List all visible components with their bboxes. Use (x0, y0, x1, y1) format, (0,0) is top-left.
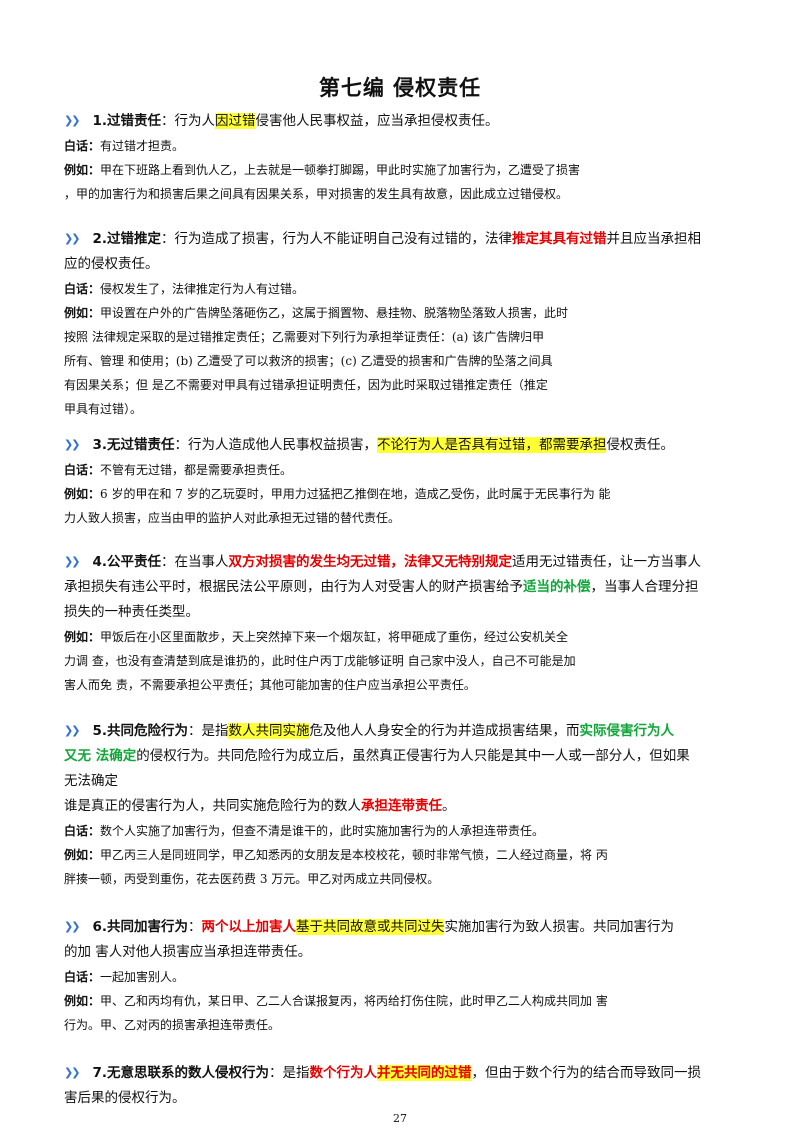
page-title: 第七编 侵权责任 (318, 76, 482, 100)
page-number: 27 (393, 1112, 407, 1125)
highlight: 基于共同故意或共同过失 (295, 919, 445, 935)
section-heading: ❯❯1.过错责任：行为人因过错侵害他人民事权益，应当承担侵权责任。 (64, 113, 499, 129)
plain-explanation: 白话：数个人实施了加害行为，但查不清是谁干的，此时实施加害行为的人承担连带责任。 (64, 824, 545, 838)
section-heading: ❯❯5.共同危险行为：是指数人共同实施危及他人人身安全的行为并造成损害结果，而实… (64, 723, 690, 814)
example-text: 例如：甲饭后在小区里面散步，天上突然掉下来一个烟灰缸，将甲砸成了重伤，经过公安机… (64, 630, 576, 692)
section-heading: ❯❯2.过错推定：行为造成了损害，行为人不能证明自己没有过错的，法律推定其具有过… (64, 231, 701, 272)
section-heading: ❯❯7.无意思联系的数人侵权行为：是指数个行为人并无共同的过错，但由于数个行为的… (64, 1065, 701, 1106)
section-unconnected-multi-tort: ❯❯7.无意思联系的数人侵权行为：是指数个行为人并无共同的过错，但由于数个行为的… (64, 1060, 734, 1111)
section-heading: ❯❯6.共同加害行为：两个以上加害人基于共同故意或共同过失实施加害行为致人损害。… (64, 919, 674, 960)
plain-explanation: 白话：有过错才担责。 (64, 139, 185, 153)
section-heading: ❯❯4.公平责任：在当事人双方对损害的发生均无过错，法律又无特别规定适用无过错责… (64, 554, 701, 620)
example-text: 例如：6 岁的甲在和 7 岁的乙玩耍时，甲用力过猛把乙推倒在地，造成乙受伤，此时… (64, 487, 611, 525)
highlight: 因过错 (214, 113, 256, 129)
example-text: 例如：甲在下班路上看到仇人乙，上去就是一顿拳打脚踢，甲此时实施了加害行为，乙遭受… (64, 163, 581, 201)
section-presumed-fault: ❯❯2.过错推定：行为造成了损害，行为人不能证明自己没有过错的，法律推定其具有过… (64, 226, 734, 421)
double-chevron-right-icon: ❯❯ (64, 920, 81, 933)
example-text: 例如：甲乙丙三人是同班同学，甲乙知悉丙的女朋友是本校校花，顿时非常气愤，二人经过… (64, 848, 608, 886)
plain-explanation: 白话：不管有无过错，都是需要承担责任。 (64, 463, 293, 477)
highlight: 数人共同实施 (228, 723, 310, 739)
highlight: 并无共同的过错 (376, 1065, 472, 1081)
double-chevron-right-icon: ❯❯ (64, 438, 81, 451)
plain-explanation: 白话：侵权发生了，法律推定行为人有过错。 (64, 282, 305, 296)
example-text: 例如：甲、乙和丙均有仇，某日甲、乙二人合谋报复丙，将丙给打伤住院，此时甲乙二人构… (64, 994, 608, 1032)
section-heading: ❯❯3.无过错责任：行为人造成他人民事权益损害，不论行为人是否具有过错，都需要承… (64, 437, 674, 453)
section-fairness-liability: ❯❯4.公平责任：在当事人双方对损害的发生均无过错，法律又无特别规定适用无过错责… (64, 549, 734, 697)
double-chevron-right-icon: ❯❯ (64, 232, 81, 245)
example-text: 例如：甲设置在户外的广告牌坠落砸伤乙，这属于搁置物、悬挂物、脱落物坠落致人损害，… (64, 306, 569, 416)
double-chevron-right-icon: ❯❯ (64, 555, 81, 568)
double-chevron-right-icon: ❯❯ (64, 724, 81, 737)
section-fault-liability: ❯❯1.过错责任：行为人因过错侵害他人民事权益，应当承担侵权责任。 白话：有过错… (64, 108, 734, 206)
plain-explanation: 白话：一起加害别人。 (64, 970, 185, 984)
section-no-fault-liability: ❯❯3.无过错责任：行为人造成他人民事权益损害，不论行为人是否具有过错，都需要承… (64, 432, 734, 530)
highlight: 不论行为人是否具有过错，都需要承担 (376, 437, 607, 453)
double-chevron-right-icon: ❯❯ (64, 1066, 81, 1079)
double-chevron-right-icon: ❯❯ (64, 114, 81, 127)
section-joint-danger: ❯❯5.共同危险行为：是指数人共同实施危及他人人身安全的行为并造成损害结果，而实… (64, 718, 734, 891)
section-joint-tort: ❯❯6.共同加害行为：两个以上加害人基于共同故意或共同过失实施加害行为致人损害。… (64, 914, 734, 1037)
